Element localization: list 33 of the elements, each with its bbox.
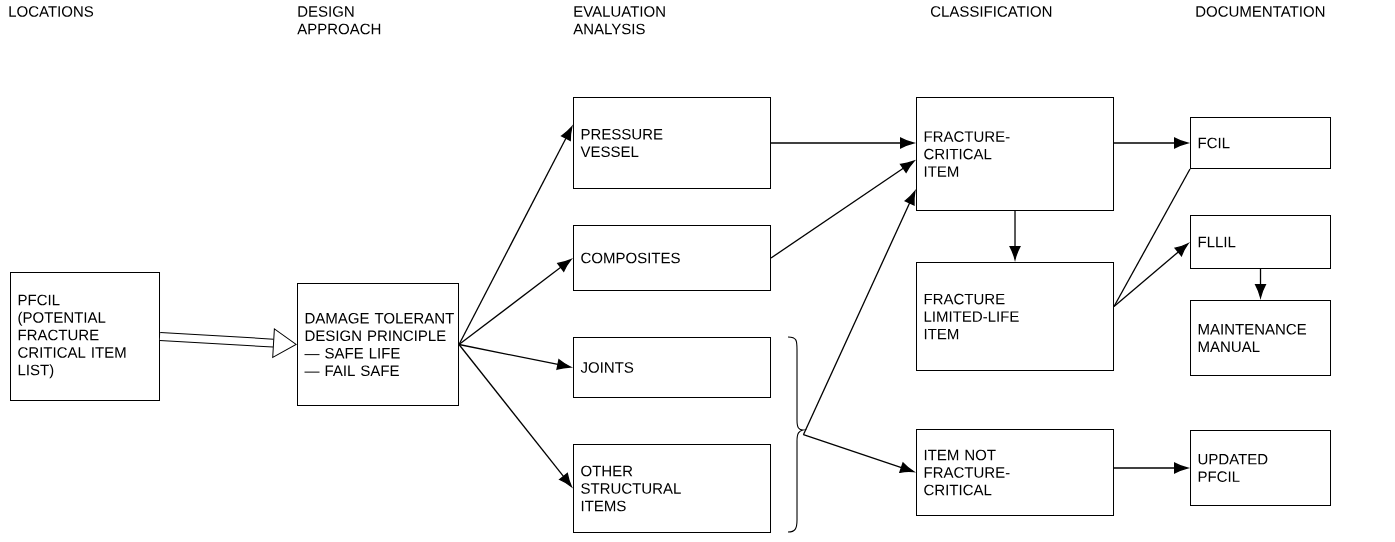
process-box: OTHER STRUCTURAL ITEMS: [573, 444, 771, 533]
column-heading: CLASSIFICATION: [931, 6, 1052, 17]
process-box: PRESSURE VESSEL: [573, 97, 771, 189]
process-box: PFCIL (POTENTIAL FRACTURE CRITICAL ITEM LIST): [10, 272, 160, 401]
arrow: [458, 343, 572, 370]
process-box: COMPOSITES: [573, 225, 771, 291]
column-heading: DESIGN APPROACH: [297, 6, 381, 35]
process-box: FLLIL: [1190, 215, 1331, 269]
process-box: MAINTENANCE MANUAL: [1190, 300, 1331, 376]
process-box: JOINTS: [573, 337, 771, 398]
column-heading: LOCATIONS: [9, 6, 94, 17]
arrow: [802, 434, 915, 473]
column-heading: EVALUATION ANALYSIS: [573, 6, 665, 35]
process-box: ITEM NOT FRACTURE-CRITICAL: [916, 429, 1114, 516]
arrow: [1113, 243, 1189, 308]
process-box: UPDATED PFCIL: [1190, 430, 1331, 506]
arrow: [159, 328, 297, 358]
arrow: [458, 259, 572, 346]
arrow: [458, 126, 573, 346]
arrow: [1009, 210, 1021, 260]
process-box: DAMAGE TOLERANT DESIGN PRINCIPLE — SAFE LIFE — FAIL SAFE: [297, 283, 459, 406]
process-box: FRACTURE-CRITICAL ITEM: [916, 97, 1114, 211]
process-box: FRACTURE LIMITED-LIFE ITEM: [916, 262, 1114, 371]
arrow: [458, 343, 572, 488]
column-heading: DOCUMENTATION: [1196, 6, 1325, 17]
process-box: FCIL: [1190, 117, 1331, 169]
arrow: [1113, 462, 1188, 474]
arrow: [1255, 268, 1267, 298]
arrow: [770, 160, 915, 259]
arrow: [1113, 137, 1188, 149]
arrow: [770, 137, 914, 149]
arrow: [802, 190, 916, 436]
connector-line: [1113, 168, 1191, 308]
